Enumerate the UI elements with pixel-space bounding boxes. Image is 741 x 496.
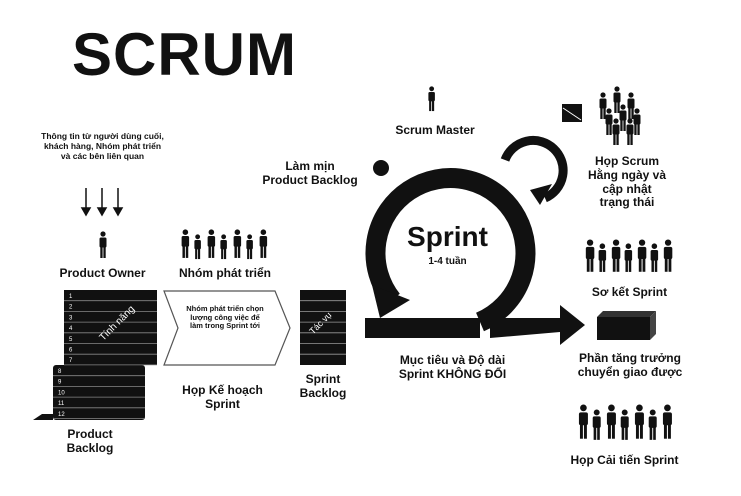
- scrum-master-label: Scrum Master: [395, 123, 475, 137]
- planning-chevron: [163, 290, 291, 366]
- backlog-row-number: 3: [69, 315, 73, 321]
- person-icon: [662, 404, 672, 439]
- person-icon: [624, 243, 633, 272]
- backlog-row-number: 4: [69, 326, 73, 332]
- sprint-review-label: Sơ kết Sprint: [591, 285, 668, 299]
- input-note: Thông tin từ người dùng cuối, khách hàng…: [41, 131, 164, 161]
- dev-team-label: Nhóm phát triển: [179, 266, 271, 280]
- backlog-row-number: 2: [69, 305, 73, 311]
- person-icon: [663, 239, 673, 272]
- backlog-block-bottom: [53, 365, 145, 420]
- person-icon: [605, 108, 613, 135]
- backlog-row-number: 12: [58, 412, 65, 418]
- page-title: SCRUM: [72, 21, 297, 88]
- person-icon: [246, 234, 253, 260]
- backlog-block-top: [64, 290, 157, 365]
- person-icon: [259, 229, 268, 258]
- person-icon: [626, 118, 634, 145]
- backlog-curl: [33, 414, 53, 420]
- sprint-cycle-icon: [365, 135, 585, 345]
- retrospective-label: Họp Cải tiến Sprint: [570, 453, 679, 467]
- person-icon: [637, 239, 647, 272]
- person-icon: [220, 234, 227, 260]
- backlog-row-number: 1: [69, 294, 73, 300]
- person-icon: [606, 404, 616, 439]
- task-board-icon: [562, 104, 582, 122]
- backlog-row-number: 10: [58, 390, 65, 396]
- backlog-row-number: 9: [58, 380, 62, 386]
- person-icon: [578, 404, 588, 439]
- person-icon: [650, 243, 659, 272]
- person-icon: [648, 409, 657, 440]
- sprint-duration: 1-4 tuần: [428, 256, 467, 267]
- person-icon: [612, 118, 620, 145]
- sprint-title: Sprint: [407, 221, 488, 252]
- person-icon: [599, 92, 607, 119]
- person-icon: [627, 92, 635, 119]
- person-icon: [620, 409, 629, 440]
- increment-box-icon: [597, 311, 656, 340]
- person-icon: [634, 404, 644, 439]
- backlog-row-number: 5: [69, 337, 73, 343]
- person-icon: [613, 86, 621, 113]
- person-icon: [428, 86, 435, 112]
- person-icon: [611, 239, 621, 272]
- person-icon: [619, 104, 627, 131]
- person-icon: [598, 243, 607, 272]
- person-icon: [233, 229, 242, 258]
- product-owner-label: Product Owner: [59, 266, 146, 280]
- backlog-row-number: 7: [69, 358, 73, 364]
- person-icon: [207, 229, 216, 258]
- input-arrows: [80, 188, 124, 217]
- backlog-row-number: 6: [69, 348, 73, 354]
- planning-note: Nhóm phát triển chọn lượng công việc để …: [186, 304, 264, 331]
- person-icon: [633, 108, 641, 135]
- backlog-row-number: 8: [58, 369, 62, 375]
- backlog-row-number: 11: [58, 401, 65, 407]
- person-icon: [592, 409, 601, 440]
- sprint-backlog-stack: [300, 290, 346, 365]
- person-icon: [194, 234, 201, 260]
- person-icon: [181, 229, 190, 258]
- sprint-backlog-block: [300, 290, 346, 365]
- person-icon: [585, 239, 595, 272]
- person-icon: [99, 231, 107, 258]
